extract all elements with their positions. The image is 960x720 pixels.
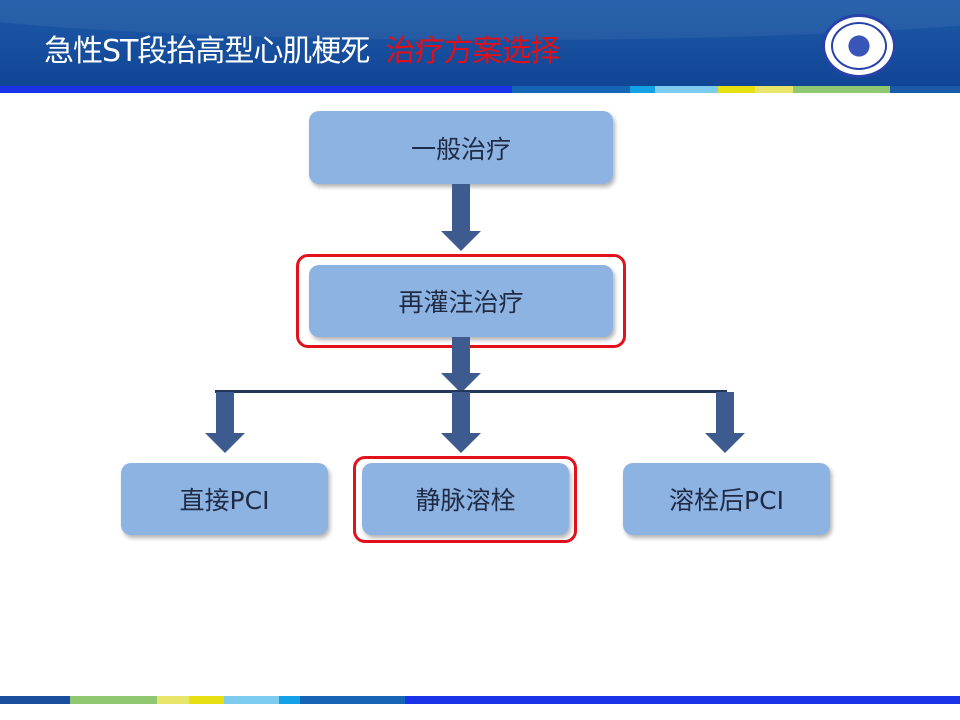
title-highlight: 治疗方案选择 [385, 34, 560, 69]
header-stripe [0, 86, 960, 93]
arrow-down-icon [441, 231, 481, 251]
post-thrombolysis-pci-box: 溶栓后PCI [623, 463, 830, 535]
direct-pci-box: 直接PCI [121, 463, 328, 535]
footer-stripe [0, 696, 960, 704]
title-main: 急性ST段抬高型心肌梗死 [44, 34, 370, 69]
arrow-down-icon [441, 433, 481, 453]
highlight-frame [353, 456, 577, 543]
reperfusion-box: 再灌注治疗 [309, 265, 613, 337]
arrow-down-icon [205, 433, 245, 453]
general-treatment-box: 一般治疗 [309, 111, 613, 184]
arrow-down-icon [441, 373, 481, 393]
slide-title: 急性ST段抬高型心肌梗死治疗方案选择 [44, 26, 560, 70]
ministry-logo-icon [822, 14, 896, 78]
iv-thrombolysis-box: 静脉溶栓 [362, 463, 569, 535]
slide-header: 急性ST段抬高型心肌梗死治疗方案选择 [0, 0, 960, 86]
arrow-down-icon [705, 433, 745, 453]
branch-line [215, 390, 727, 393]
